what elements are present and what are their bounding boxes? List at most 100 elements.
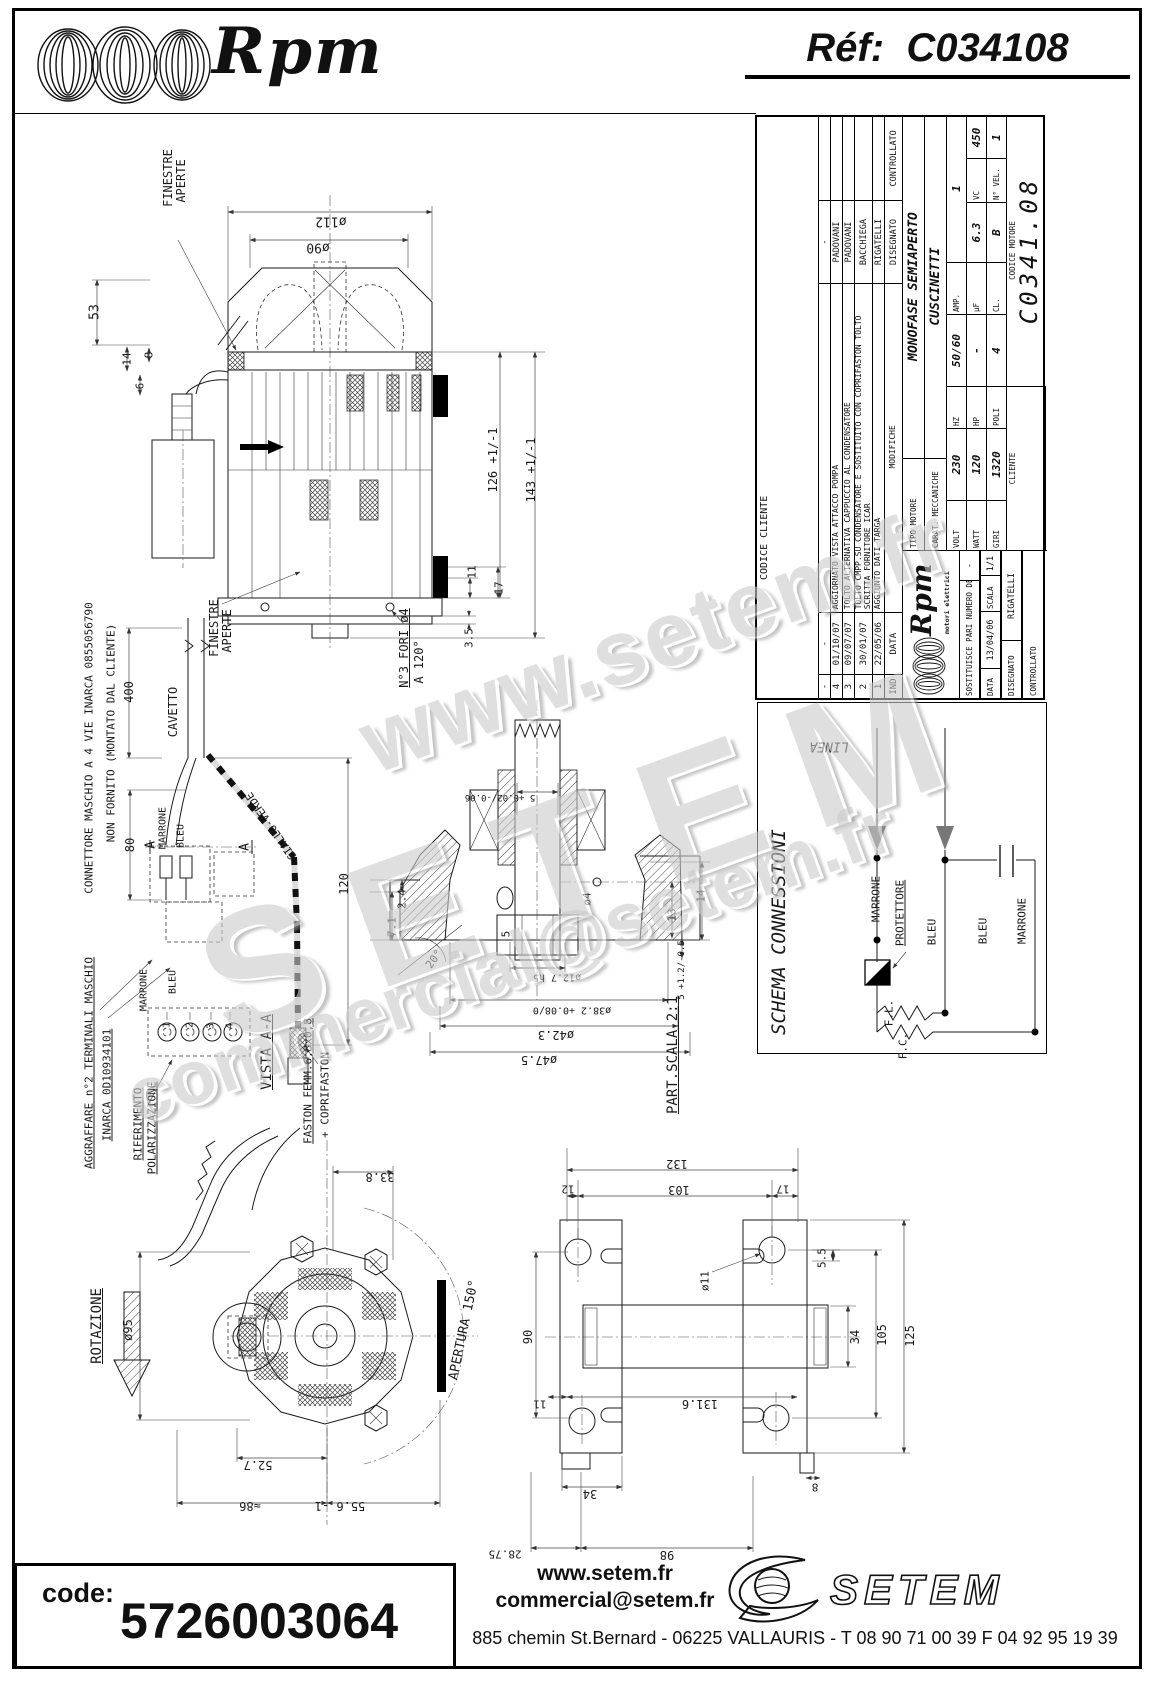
dim-label: FINESTRE (161, 149, 175, 207)
disegnato-value: RIGATELLI (1006, 572, 1017, 620)
tipo-motore-value: MONOFASE SEMIAPERTO (903, 115, 925, 458)
dim-label: 53 (87, 304, 103, 320)
dim-label: MARRONE (1015, 897, 1029, 945)
dim-label: BLEU (925, 918, 939, 946)
dim-label: APERTE (220, 609, 234, 653)
ref-value: C034108 (906, 26, 1069, 70)
dim-label: 3.5 (462, 628, 476, 648)
dim-label: 5 +1.2/-0.5 (677, 940, 687, 1000)
dim-label: PART.SCALA 2:1 (665, 995, 681, 1115)
codice-motore-value: C0341.08 (1015, 176, 1043, 325)
rpm-mini-coils-icon (912, 637, 946, 695)
view-cable-connector (99, 618, 352, 1106)
spec-row-giri: GIRI 1320 POLI 4 CL. B N° VEL. 1 (987, 115, 1007, 550)
code-value: 5726003064 (120, 1593, 399, 1649)
carat-value: CUSCINETTI (925, 115, 947, 458)
dim-label: ≈86 (239, 1499, 261, 1513)
spec-row-volt: VOLT 230 HZ 50/60 AMP. 1 (947, 115, 967, 550)
dim-label: 14 (120, 352, 134, 366)
dim-label: 132 (666, 1157, 688, 1171)
dim-label: ø42.3 (537, 1028, 575, 1042)
dim-label: F.C. (896, 1032, 910, 1060)
dim-label: AGGRAFFARE n°2 TERMINALI MASCHIO (82, 957, 96, 1169)
dim-label: 400 (122, 681, 136, 703)
dim-label: 6 (133, 382, 147, 390)
dim-label: 2 (184, 1021, 196, 1029)
dim-label: F.L. (882, 999, 896, 1027)
dim-label: PROTETTORE (893, 879, 907, 947)
dim-label: NON FORNITO (MONTATO DAL CLIENTE) (104, 623, 118, 843)
reference-number: Réf: C034108 (745, 26, 1130, 79)
title-block-left: Rpm motori elettrici SOSTITUISCE PARI NU… (903, 550, 1047, 698)
dim-label: 8 (142, 351, 156, 359)
dim-label: 34 (582, 1487, 598, 1501)
dim-label: BLEU (175, 823, 187, 849)
view-motor-front (113, 1127, 478, 1525)
dim-label: ø11 (698, 1271, 712, 1291)
setem-logo: SETEM (728, 1555, 1005, 1623)
dim-label: 98 (659, 1548, 675, 1562)
schema-connessioni-box (757, 702, 1047, 1054)
dim-label: 11 (465, 565, 479, 579)
schema-circuit (864, 728, 1039, 1041)
dim-label: APERTE (174, 159, 188, 203)
dim-label: ROTAZIONE (89, 1288, 105, 1364)
dim-label: MARRONE (157, 806, 169, 850)
dim-label: CAVETTO (166, 686, 180, 738)
dim-label: 126 +1/-1 (486, 427, 500, 493)
view-section-detail (370, 700, 710, 1056)
spec-row-watt: WATT 120 HP - µF 6.3 VC 450 (967, 115, 987, 550)
dim-label: ø112 (315, 213, 347, 229)
dim-label: ø90 (306, 239, 330, 255)
dim-label: ø95 (121, 1319, 135, 1341)
sostituisce-value: - (964, 562, 975, 569)
dim-label: MARRONE (138, 968, 150, 1012)
code-box (14, 1563, 456, 1669)
dim-label: 125 (903, 1325, 917, 1347)
footer-website: www.setem.fr (537, 1562, 673, 1585)
dim-label: 80 (123, 837, 137, 853)
dim-label: 131.6 (681, 1397, 719, 1411)
dim-label: ø38.2 +0.08/0 (532, 1004, 612, 1016)
view-motor-side (92, 195, 545, 648)
dim-label: 52.7 (243, 1458, 273, 1472)
rpm-mini-logo: Rpm motori elettrici (903, 551, 960, 698)
dim-label: 55.6 -1 (314, 1499, 366, 1513)
dim-label: CONNETTORE MASCHIO A 4 VIE INARCA 085505… (82, 602, 96, 894)
dim-label: 33.8 (365, 1170, 395, 1184)
code-label: code: (42, 1578, 115, 1608)
sheet-frame (12, 8, 1142, 1669)
dim-label: 34 (848, 1329, 862, 1345)
sostituisce-label: SOSTITUISCE PARI NUMERO DEL (960, 580, 979, 698)
dim-label: BLEU (167, 969, 179, 995)
rpm-coils-icon (37, 26, 211, 104)
dim-label: BLEU (976, 917, 990, 945)
dim-label: 143 +1/-1 (524, 437, 538, 503)
brand-logo-text: Rpm (212, 14, 384, 89)
dim-label: INARCA 0D10934101 (100, 1028, 114, 1142)
dim-label: 5.5 (815, 1248, 829, 1268)
ref-label: Réf: (806, 26, 885, 70)
scala-value: 1/1 (985, 555, 996, 572)
title-block: CODICE CLIENTE - - - 4 01/10/07 AGGIORNA… (755, 115, 1047, 700)
scala-label: SCALA (981, 575, 1000, 611)
dim-label: 17 (776, 1182, 790, 1196)
data-value: 13/04/06 (981, 611, 1000, 668)
dim-label: 103 (668, 1183, 690, 1197)
dim-label: MARRONE (869, 875, 883, 923)
setem-logo-text: SETEM (830, 1566, 1005, 1613)
dim-label: A (237, 843, 253, 851)
dim-label: 12 (561, 1182, 575, 1196)
cliente-cell: CLIENTE (1007, 386, 1046, 550)
dim-label: 105 (875, 1324, 889, 1346)
dim-label: 1 (161, 1021, 173, 1029)
footer-email: commercial@setem.fr (495, 1589, 715, 1612)
dim-label: 90 (521, 1329, 535, 1345)
disegnato-label: DISEGNATO (1002, 640, 1021, 698)
controllato-label: CONTROLLATO (1028, 646, 1038, 696)
header-divider (14, 113, 756, 114)
dim-label: ø47.5 (520, 1053, 558, 1067)
dim-label: 17 (492, 581, 506, 595)
